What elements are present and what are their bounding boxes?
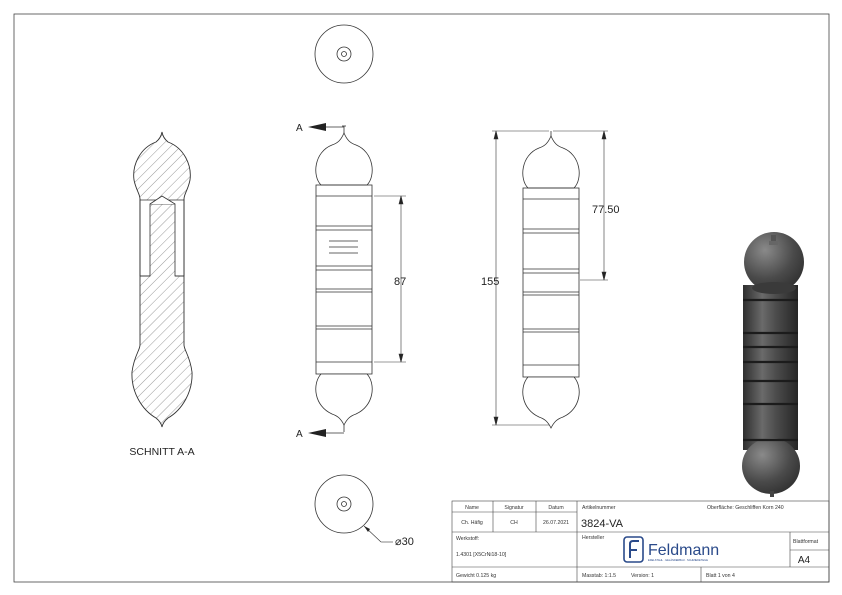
dimension-77-50-label: 77.50 [592,204,620,216]
massstab-text: Masstab: 1:1.5 [582,573,616,579]
sheet-border [13,13,830,583]
title-block [451,500,830,583]
product-render [742,232,804,497]
dimension-155 [492,130,549,426]
header-name: Name [465,505,479,511]
section-marker-top: A [296,123,303,134]
version-text: Version: 1 [631,573,654,579]
blattformat-value: A4 [798,555,811,566]
diameter-label: ⌀30 [395,536,414,548]
front-view [315,125,373,434]
value-name: Ch. Häfig [461,520,483,526]
section-view: SCHNITT A-A [129,131,195,458]
top-view [314,24,374,84]
section-label: SCHNITT A-A [129,446,194,458]
werkstoff-value: 1.4301 [X5CrNi18-10] [456,552,507,558]
bottom-view [314,474,393,543]
header-signatur: Signatur [504,505,524,511]
value-signatur: CH [510,520,518,526]
blattformat-label: Blattformat [793,539,819,545]
section-arrow-top [308,123,326,131]
artikel-value: 3824-VA [581,518,624,530]
title-block-text: Name Signatur Datum Ch. Häfig CH 26.07.2… [456,505,819,579]
dimension-87 [374,195,406,363]
werkstoff-label: Werkstoff: [456,536,479,542]
brand-name: Feldmann [648,542,719,559]
oberflaeche-text: Oberfläche: Geschliffen Korn 240 [707,505,784,511]
artikel-label: Artikelnummer [582,505,616,511]
blatt-text: Blatt 1 von 4 [706,573,735,579]
dimension-87-label: 87 [394,276,406,288]
brand-tagline: EDELSTAHL · GELÄNDERBAU · SCHMIEDETEILE [648,558,708,562]
header-datum: Datum [548,505,563,511]
side-view [522,131,580,429]
dimension-155-label: 155 [481,276,499,288]
gewicht-text: Gewicht 0.125 kg [456,573,496,579]
value-datum: 26.07.2021 [543,520,569,526]
feldmann-logo: Feldmann EDELSTAHL · GELÄNDERBAU · SCHMI… [623,536,719,563]
hersteller-label: Hersteller [582,535,604,541]
dimension-77-50 [553,130,608,281]
section-marker-bottom: A [296,429,303,440]
section-arrow-bottom [308,429,326,437]
